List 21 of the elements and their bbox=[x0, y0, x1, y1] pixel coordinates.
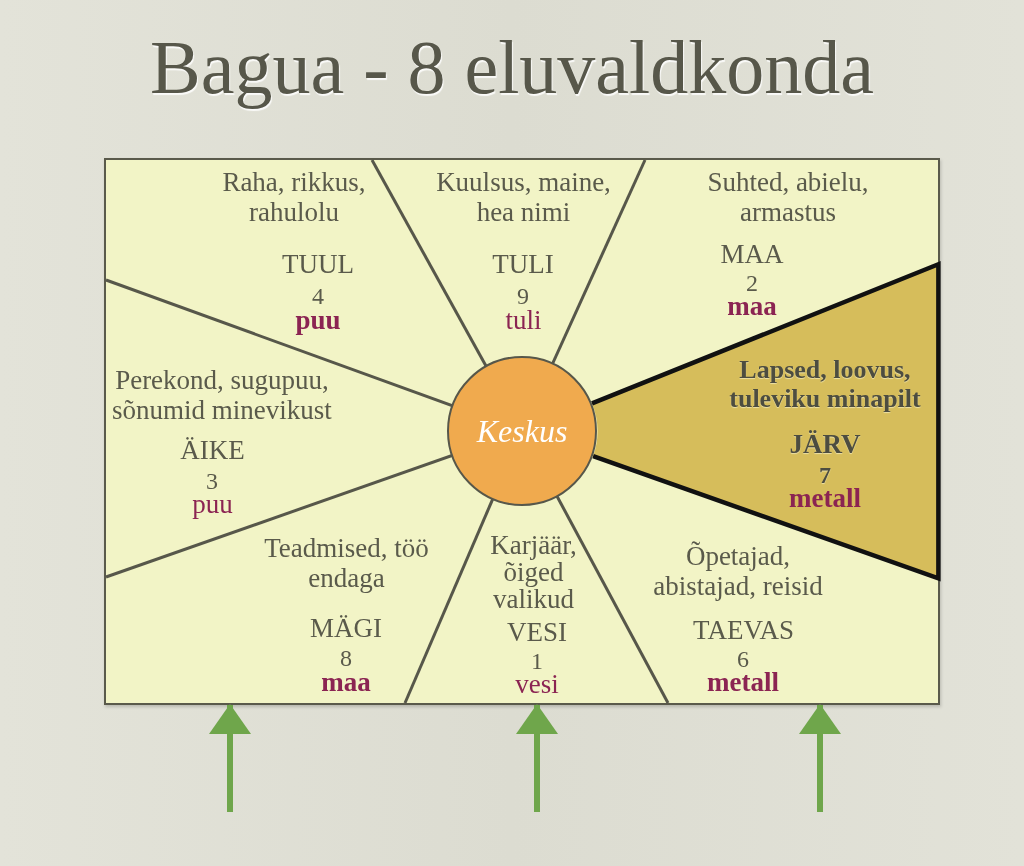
center-circle: Keskus bbox=[447, 356, 597, 506]
trigram-label: JÄRV bbox=[788, 430, 862, 460]
area-label: Suhted, abielu, armastus bbox=[706, 168, 870, 228]
trigram-label: MAA bbox=[719, 240, 785, 270]
trigram-label: TULI bbox=[491, 250, 555, 280]
area-label: Raha, rikkus, rahulolu bbox=[221, 168, 367, 228]
trigram-label: TAEVAS bbox=[692, 616, 795, 646]
area-label: Lapsed, loovus, tuleviku minapilt bbox=[728, 356, 922, 414]
trigram-label: ÄIKE bbox=[179, 436, 246, 466]
trigram-label: MÄGI bbox=[309, 614, 383, 644]
arrow bbox=[516, 704, 558, 812]
area-label: Karjäär, õiged valikud bbox=[489, 532, 578, 613]
area-label: Õpetajad, abistajad, reisid bbox=[652, 542, 824, 602]
arrow bbox=[799, 704, 841, 812]
area-label: Perekond, sugupuu, sõnumid minevikust bbox=[111, 366, 333, 426]
trigram-label: VESI bbox=[506, 618, 568, 648]
arrow bbox=[209, 704, 251, 812]
title: Bagua - 8 eluvaldkonda bbox=[150, 24, 874, 111]
area-label: Kuulsus, maine, hea nimi bbox=[435, 168, 612, 228]
trigram-label: TUUL bbox=[281, 250, 355, 280]
area-label: Teadmised, töö endaga bbox=[263, 534, 430, 594]
